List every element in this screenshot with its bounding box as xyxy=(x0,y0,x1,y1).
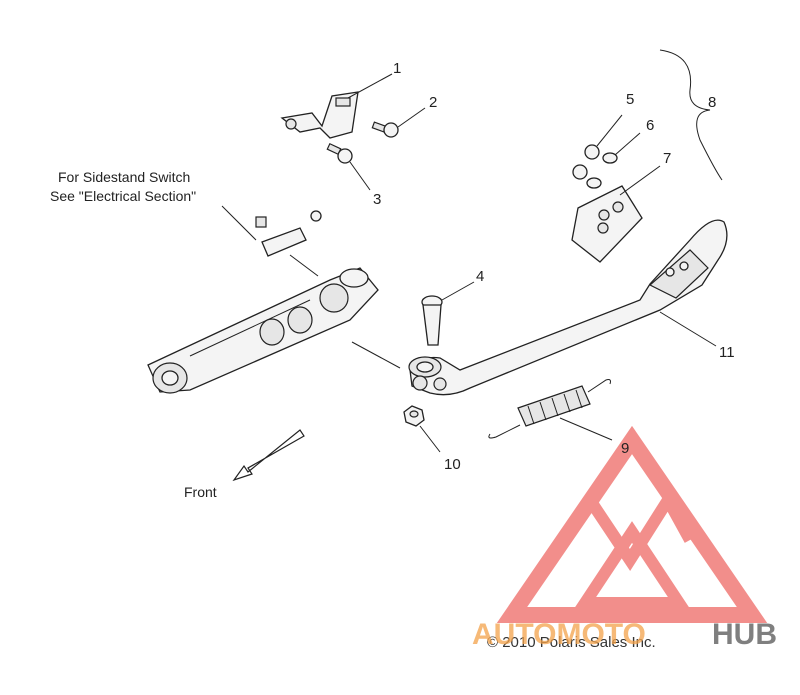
front-label: Front xyxy=(184,484,217,500)
nut-part-10 xyxy=(403,405,425,427)
pivot-bolt-part-4 xyxy=(421,295,443,346)
pad-part-7 xyxy=(571,185,643,263)
callout-3: 3 xyxy=(373,191,381,208)
callout-1: 1 xyxy=(393,60,401,77)
watermark-logo xyxy=(496,425,768,623)
callout-8: 8 xyxy=(708,94,716,111)
front-arrow-icon xyxy=(232,429,305,482)
callout-7: 7 xyxy=(663,150,671,167)
callout-4: 4 xyxy=(476,268,484,285)
spring-part-9 xyxy=(488,379,611,439)
bracket-part-1 xyxy=(280,91,359,139)
frame-mount xyxy=(147,267,379,394)
sidestand-switch xyxy=(255,210,322,257)
callout-5: 5 xyxy=(626,91,634,108)
watermark-text: AUTOMOTO HUB xyxy=(472,618,777,651)
kickstand-part-11 xyxy=(408,219,728,396)
sidestand-note-line-1: For Sidestand Switch xyxy=(58,169,190,185)
callout-2: 2 xyxy=(429,94,437,111)
bolt-part-2 xyxy=(371,121,399,138)
callout-11: 11 xyxy=(719,344,735,361)
svg-text:AUTOMOTO: AUTOMOTO xyxy=(472,618,646,651)
sidestand-note-line-2: See "Electrical Section" xyxy=(50,188,196,204)
washer-part-6 xyxy=(586,152,618,189)
callout-6: 6 xyxy=(646,117,654,134)
bolt-part-3 xyxy=(326,142,353,164)
copyright-text: © 2010 Polaris Sales Inc. xyxy=(487,634,656,651)
bumper-part-5 xyxy=(572,144,600,180)
callout-10: 10 xyxy=(444,456,461,473)
svg-text:HUB: HUB xyxy=(712,618,777,651)
callout-9: 9 xyxy=(621,440,629,457)
